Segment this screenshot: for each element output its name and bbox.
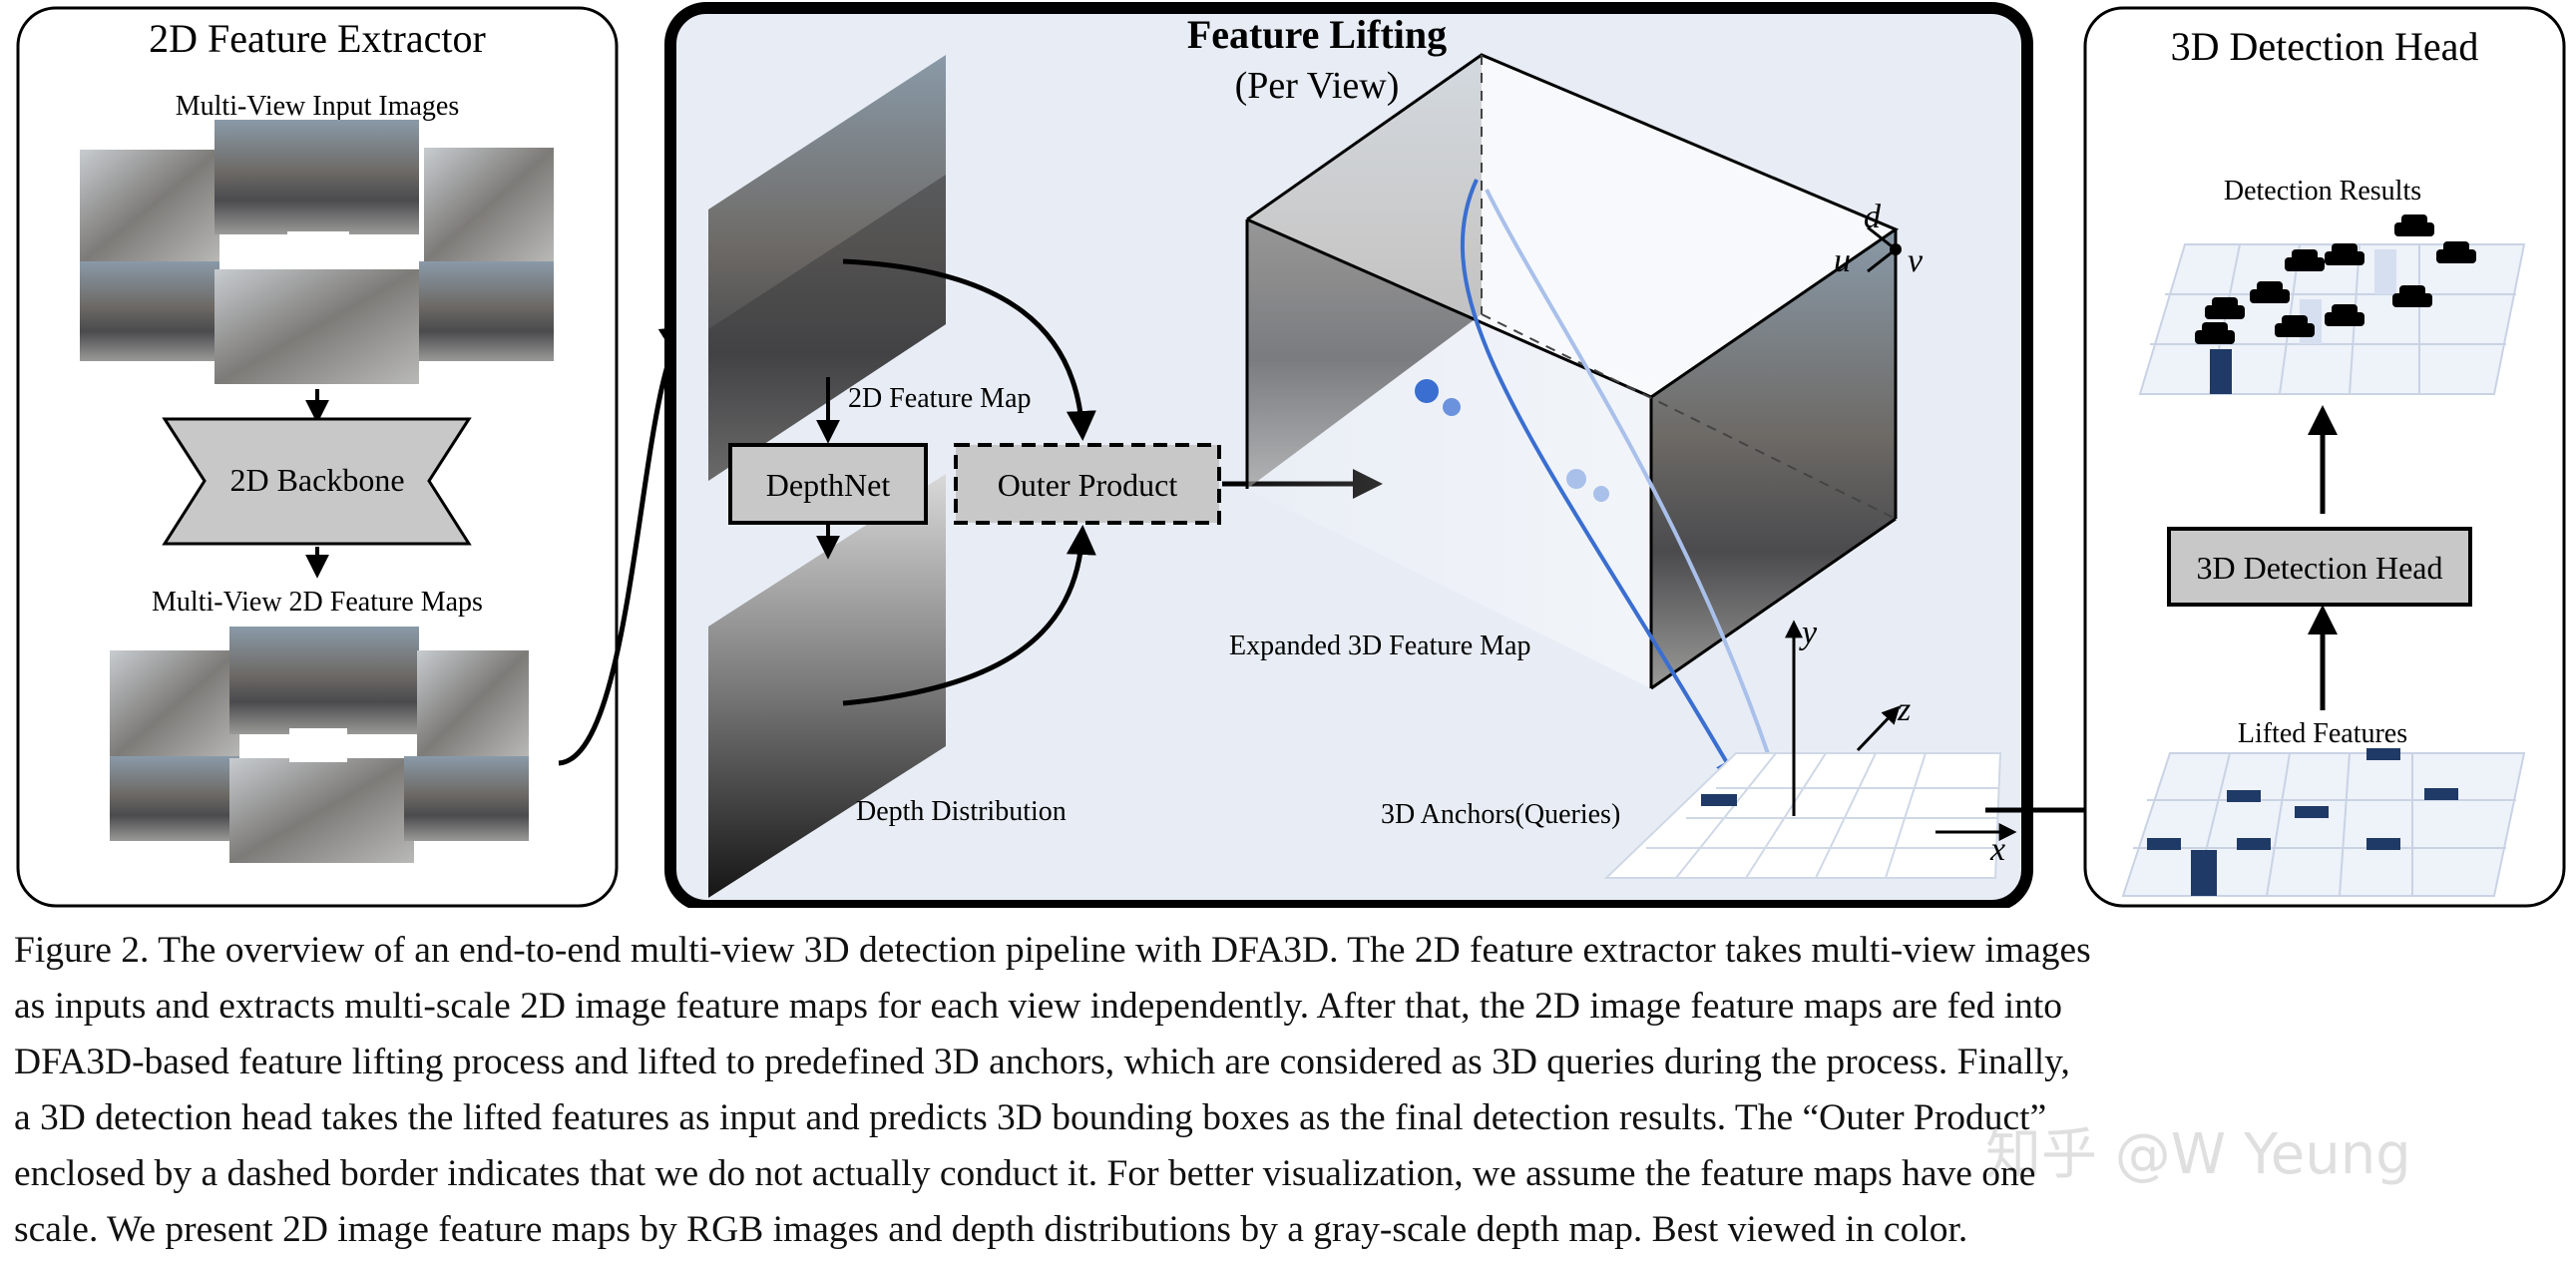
detection-results-label: Detection Results xyxy=(2224,176,2421,207)
depth-distribution-label: Depth Distribution xyxy=(856,796,1067,827)
detection-head-box: 3D Detection Head xyxy=(2167,527,2472,607)
outer-product-box: Outer Product xyxy=(954,443,1221,525)
anchors-grid xyxy=(1603,752,2002,879)
lifting-title: Feature Lifting xyxy=(1187,12,1447,57)
lifted-features-label: Lifted Features xyxy=(2238,718,2407,749)
axis-v-label: v xyxy=(1908,242,1924,279)
expanded-feature-map-label: Expanded 3D Feature Map xyxy=(1229,631,1530,661)
axis-y-label: y xyxy=(1799,615,1818,651)
depth-distribution-image xyxy=(708,474,946,898)
caption-line: scale. We present 2D image feature maps … xyxy=(14,1209,1968,1250)
xyz-axes: y z x xyxy=(1785,615,2017,868)
caption-line: a 3D detection head takes the lifted fea… xyxy=(14,1097,2047,1138)
depthnet-label: DepthNet xyxy=(766,467,891,503)
axis-z-label: z xyxy=(1897,691,1911,728)
feature-maps-mosaic xyxy=(110,627,529,863)
axis-x-label: x xyxy=(1989,831,2005,868)
sampling-rays xyxy=(1415,179,1792,813)
caption-line: DFA3D-based feature lifting process and … xyxy=(14,1042,2070,1082)
caption-line: as inputs and extracts multi-scale 2D im… xyxy=(14,986,2063,1027)
caption-line: enclosed by a dashed border indicates th… xyxy=(14,1153,2036,1194)
lifted-features-grid xyxy=(2121,748,2526,897)
outer-product-label: Outer Product xyxy=(998,467,1178,503)
detection-head-label: 3D Detection Head xyxy=(2196,550,2442,586)
figure-diagram: 2D Feature Extractor Multi-View Input Im… xyxy=(16,2,2566,908)
backbone-label: 2D Backbone xyxy=(229,462,404,498)
head-title: 3D Detection Head xyxy=(2171,24,2479,69)
head-panel: 3D Detection Head Detection Results 3D xyxy=(2083,6,2566,908)
backbone-block: 2D Backbone xyxy=(162,417,472,546)
axis-d-label: d xyxy=(1864,199,1882,235)
lifting-subtitle: (Per View) xyxy=(1235,65,1400,107)
watermark: 知乎 @W Yeung xyxy=(1985,1122,2411,1187)
figure-caption: Figure 2. The overview of an end-to-end … xyxy=(14,923,2563,1258)
feature-map-label: 2D Feature Map xyxy=(848,383,1032,414)
input-images-label: Multi-View Input Images xyxy=(176,91,459,122)
extractor-title: 2D Feature Extractor xyxy=(149,16,486,61)
feature-maps-label: Multi-View 2D Feature Maps xyxy=(152,587,483,618)
extractor-panel: 2D Feature Extractor Multi-View Input Im… xyxy=(16,6,692,908)
depthnet-box: DepthNet xyxy=(728,443,928,525)
car-icons xyxy=(2195,214,2476,344)
axis-u-label: u xyxy=(1834,242,1851,279)
anchors-label: 3D Anchors(Queries) xyxy=(1381,799,1620,830)
lifting-panel: Feature Lifting (Per View) 2D Feature Ma… xyxy=(664,2,2033,908)
expanded-3d-feature-map xyxy=(1245,53,1900,690)
input-images-mosaic xyxy=(80,120,554,384)
duv-axes: d u v xyxy=(1834,199,1924,311)
caption-line: Figure 2. The overview of an end-to-end … xyxy=(14,930,2091,971)
